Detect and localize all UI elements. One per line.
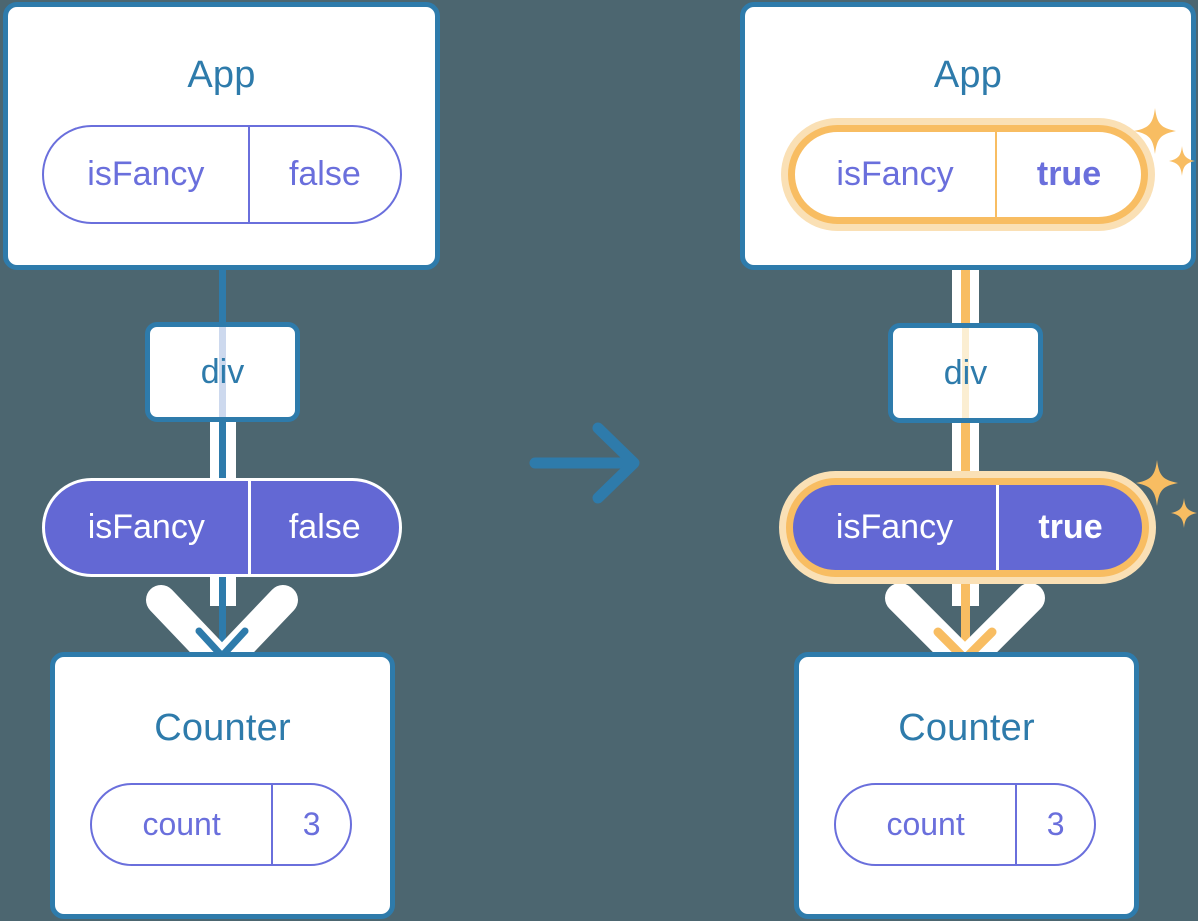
prop-pill-after: isFancy true	[786, 478, 1149, 577]
app-card-title-before: App	[187, 54, 256, 96]
prop-pill-name-after: isFancy	[835, 508, 954, 546]
wire-div-to-pill-before	[219, 418, 226, 498]
wire-pill-to-counter-after	[961, 556, 970, 654]
app-card-title-after: App	[933, 54, 1003, 96]
app-state-value-before: false	[247, 127, 400, 222]
app-state-name-after: isFancy	[836, 155, 954, 193]
wire-through-div-after	[962, 328, 969, 418]
wire-app-to-div-after	[961, 222, 970, 323]
prop-pill-before: isFancy false	[42, 478, 402, 577]
wire-app-to-div-before	[219, 268, 226, 323]
counter-state-value-after: 3	[1015, 785, 1094, 864]
wire-through-div-before	[219, 327, 226, 417]
transition-arrow-icon	[529, 422, 640, 504]
prop-pill-value-before: false	[247, 481, 399, 574]
counter-card-title-before: Counter	[154, 707, 291, 749]
host-div-box-after: div	[888, 323, 1043, 423]
app-state-pill-after: isFancy true	[788, 125, 1148, 224]
counter-state-value-before: 3	[271, 785, 350, 864]
wire-pill-to-counter-before	[219, 556, 226, 651]
counter-state-name-after: count	[886, 806, 965, 842]
counter-state-name-before: count	[142, 806, 221, 842]
wire-div-to-pill-after	[961, 419, 970, 497]
counter-state-pill-before: count 3	[90, 783, 352, 866]
counter-state-pill-after: count 3	[834, 783, 1096, 866]
counter-card-title-after: Counter	[898, 707, 1035, 749]
host-div-box-before: div	[145, 322, 300, 422]
prop-pill-name-before: isFancy	[87, 508, 205, 546]
app-state-value-after: true	[995, 132, 1141, 217]
host-div-label-after: div	[943, 353, 988, 392]
host-div-label-before: div	[200, 352, 245, 391]
app-state-name-before: isFancy	[87, 155, 205, 193]
prop-pill-value-after: true	[996, 485, 1142, 570]
app-state-pill-before: isFancy false	[42, 125, 402, 224]
